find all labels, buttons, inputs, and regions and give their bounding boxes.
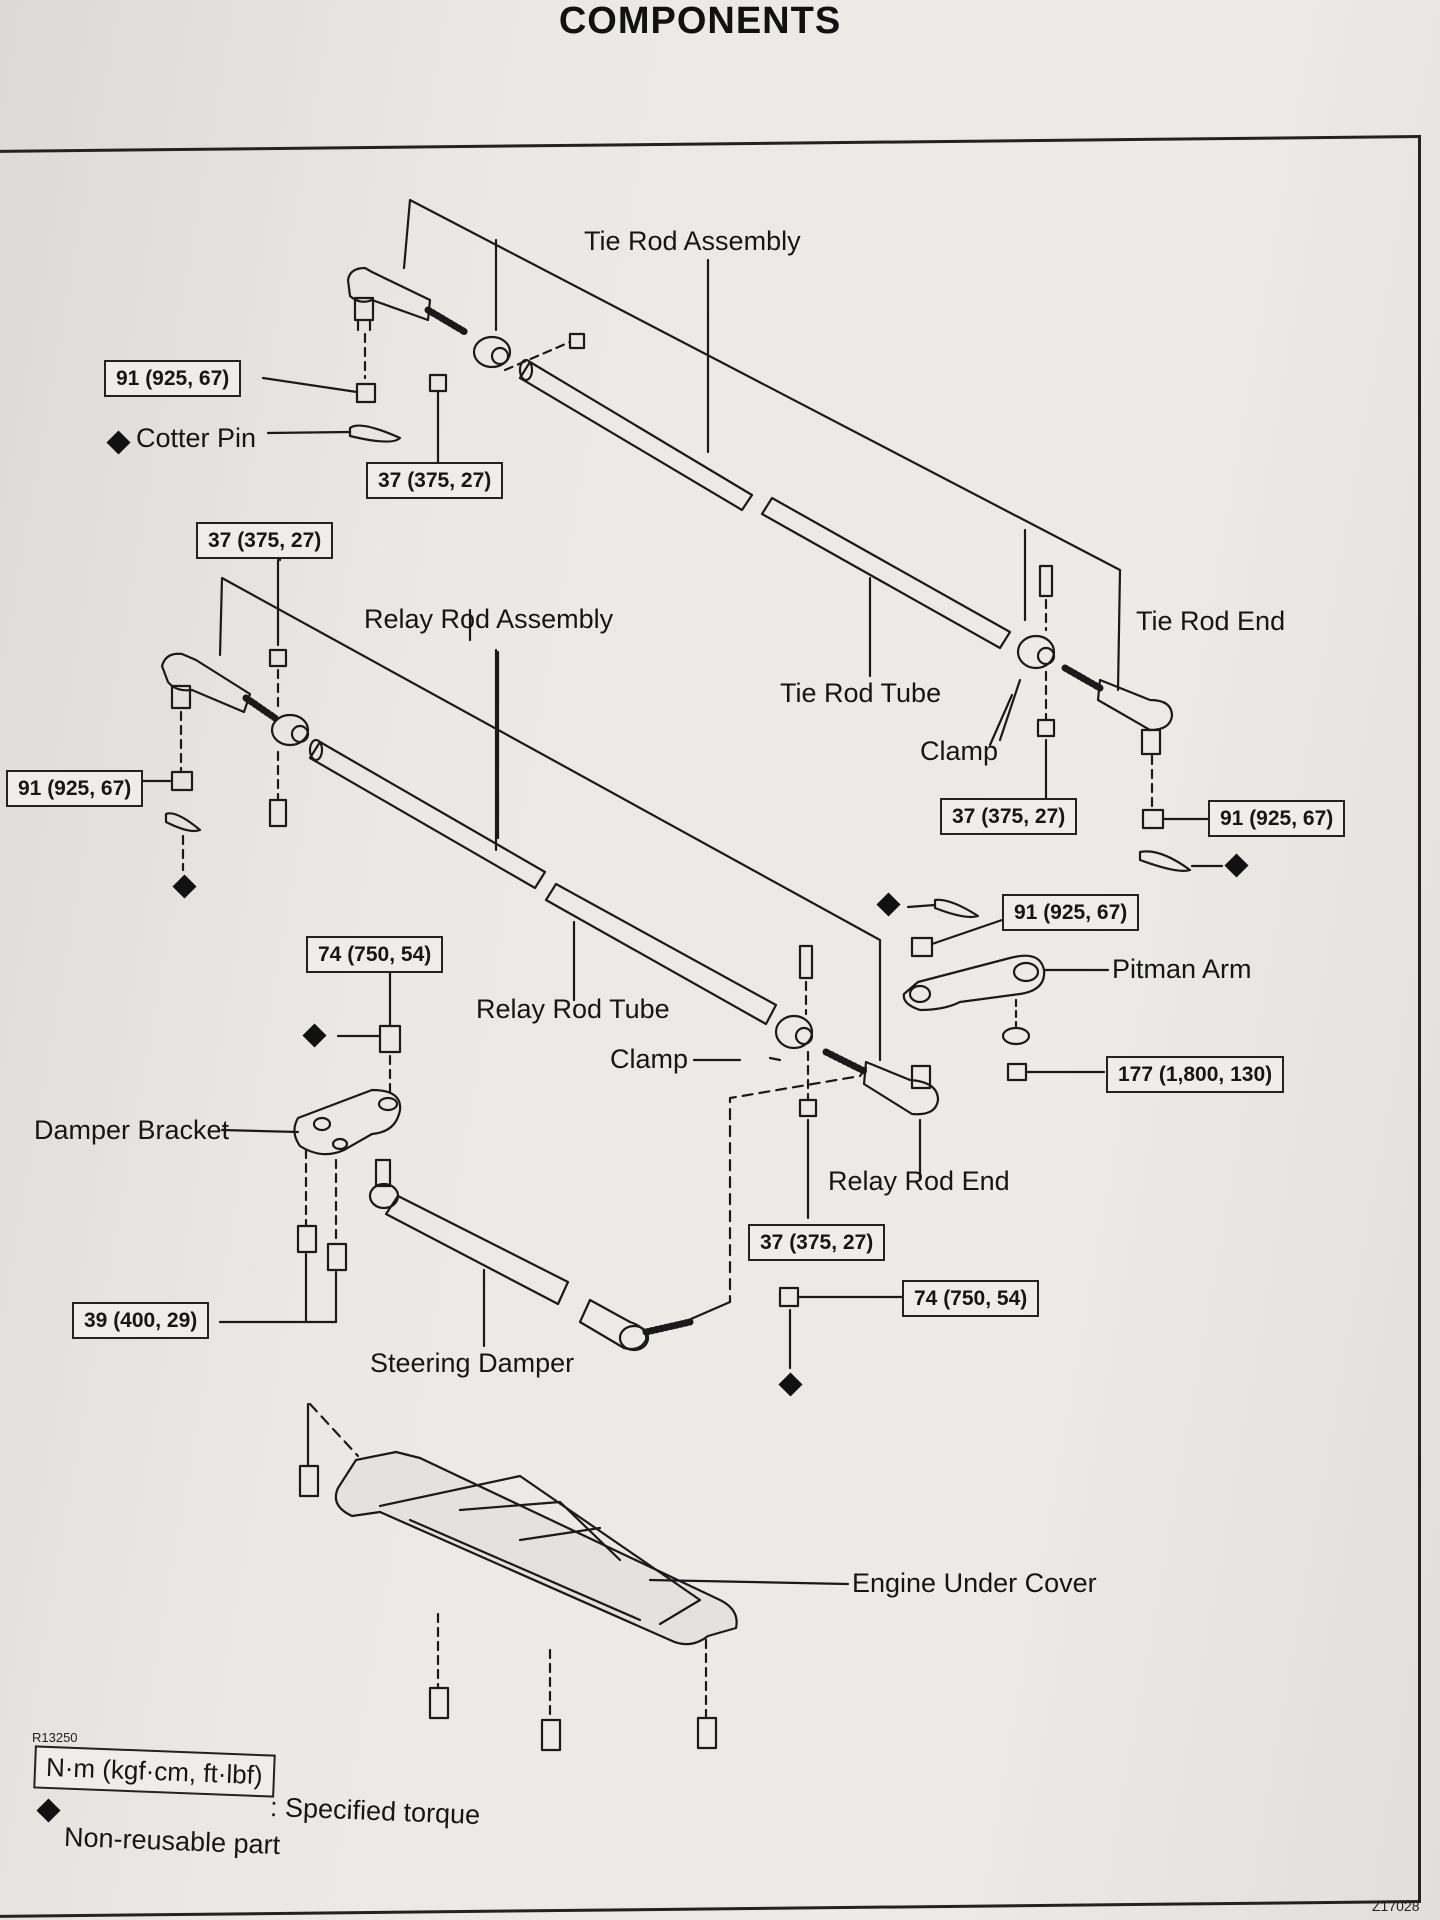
steering-damper-part (368, 1158, 732, 1352)
torque-box: 91 (925, 67) (104, 360, 242, 398)
label-relay-rod-assembly: Relay Rod Assembly (364, 604, 614, 634)
torque-box: 37 (375, 27) (196, 522, 334, 560)
label-steering-damper: Steering Damper (370, 1348, 575, 1378)
torque-box: 37 (375, 27) (940, 798, 1078, 836)
tie-rod-end-right (1061, 664, 1224, 872)
torque-box: 91 (925, 67) (6, 770, 144, 808)
relay-rod-assembly-outline (218, 576, 882, 1062)
label-tie-rod-end: Tie Rod End (1136, 606, 1286, 636)
torque-box: 39 (400, 29) (72, 1302, 210, 1340)
clamp-relay-left (268, 558, 310, 828)
reference-code: R13250 (32, 1730, 78, 1745)
label-damper-bracket: Damper Bracket (34, 1115, 230, 1145)
tie-rod-assembly-outline (402, 198, 1122, 692)
label-tie-rod-assembly: Tie Rod Assembly (584, 226, 801, 256)
torque-box: 37 (375, 27) (366, 462, 504, 500)
torque-box: 74 (750, 54) (306, 936, 444, 974)
label-engine-under-cover: Engine Under Cover (852, 1568, 1097, 1598)
label-pitman-arm: Pitman Arm (1112, 954, 1252, 984)
torque-box: 177 (1,800, 130) (1106, 1056, 1285, 1094)
damper-nut-right (778, 1286, 906, 1370)
relay-rod-end-right (728, 1048, 940, 1304)
clamp-upper-left (472, 332, 586, 372)
page-title: COMPONENTS (558, 0, 842, 42)
tie-rod-end-left (346, 266, 469, 336)
cotter-pin-left (266, 424, 402, 443)
engine-under-cover-part (298, 1402, 850, 1752)
tie-rod-tube-part (518, 316, 1012, 678)
torque-box: 37 (375, 27) (748, 1224, 886, 1262)
label-cotter-pin: Cotter Pin (136, 423, 257, 453)
label-clamp-lower: Clamp (610, 1044, 689, 1074)
page-code: Z17028 (1372, 1898, 1420, 1914)
pitman-arm-part (902, 898, 1110, 1082)
label-relay-rod-tube: Relay Rod Tube (476, 994, 670, 1024)
label-clamp-upper: Clamp (920, 736, 999, 766)
label-tie-rod-tube: Tie Rod Tube (780, 678, 942, 708)
torque-box: 91 (925, 67) (1208, 800, 1346, 838)
damper-bracket-part (218, 953, 402, 1324)
clamp-upper-right (988, 564, 1056, 802)
label-relay-rod-end: Relay Rod End (828, 1166, 1010, 1196)
torque-box: 74 (750, 54) (902, 1280, 1040, 1318)
nut-left (261, 332, 377, 404)
relay-rod-tube-part (308, 650, 778, 1026)
relay-rod-end-left (140, 652, 279, 872)
torque-box: 91 (925, 67) (1002, 894, 1140, 932)
clamp-relay-right (768, 944, 818, 1220)
legend-units-box: N·m (kgf·cm, ft·lbf) (33, 1745, 276, 1798)
